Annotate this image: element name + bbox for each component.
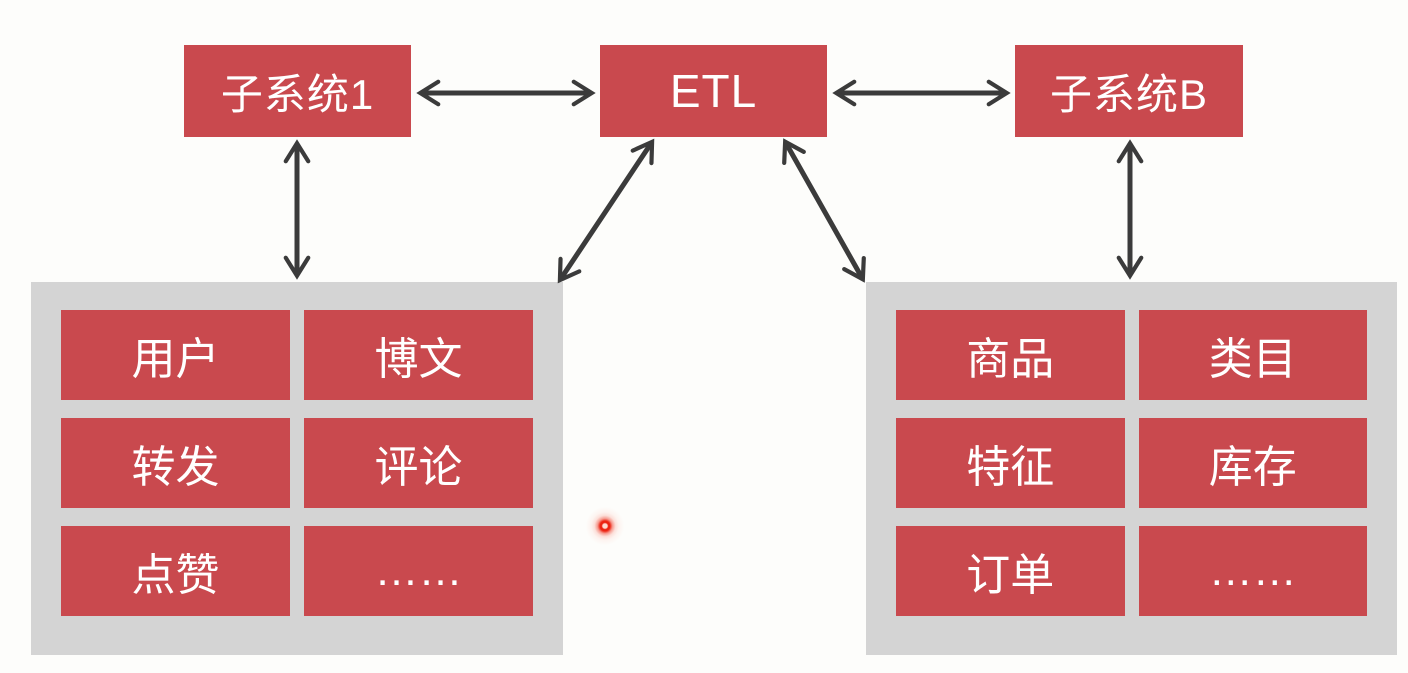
- arrow-etl-leftpanel: [557, 138, 655, 284]
- table-box-products: 商品: [896, 310, 1125, 400]
- table-box-reposts: 转发: [61, 418, 290, 508]
- table-box-features: 特征: [896, 418, 1125, 508]
- laser-pointer-dot: [583, 504, 627, 548]
- table-box-ellipsis-right: ……: [1138, 526, 1367, 616]
- table-box-posts: 博文: [304, 310, 533, 400]
- subsystem1-box: 子系统1: [184, 45, 411, 137]
- table-box-ellipsis-left: ……: [304, 526, 533, 616]
- arrow-etl-rightpanel: [782, 138, 866, 283]
- table-box-categories: 类目: [1138, 310, 1367, 400]
- table-box-comments: 评论: [304, 418, 533, 508]
- table-box-inventory: 库存: [1138, 418, 1367, 508]
- subsystemB-box: 子系统B: [1015, 45, 1243, 137]
- etl-box: ETL: [600, 45, 827, 137]
- table-box-users: 用户: [61, 310, 290, 400]
- left-datastore-panel: 用户 博文 转发 评论 点赞 ……: [31, 282, 563, 655]
- right-datastore-panel: 商品 类目 特征 库存 订单 ……: [866, 282, 1397, 655]
- table-box-likes: 点赞: [61, 526, 290, 616]
- table-box-orders: 订单: [896, 526, 1125, 616]
